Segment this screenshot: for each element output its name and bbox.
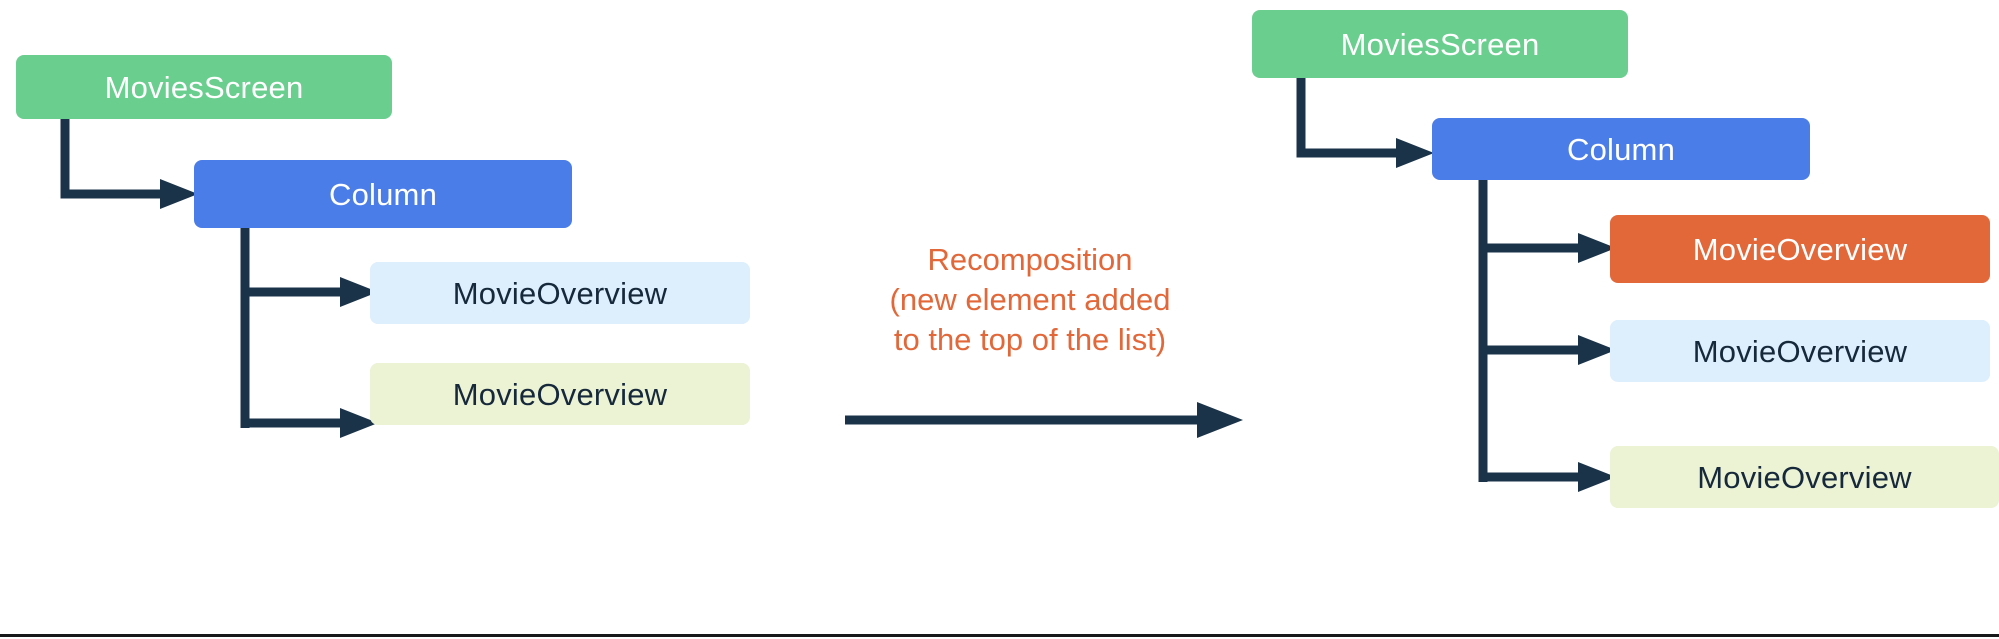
after-node-column-label: Column — [1566, 131, 1676, 167]
after-node-movie-overview-1-label: MovieOverview — [1692, 333, 1908, 369]
transition-arrow — [845, 402, 1245, 438]
after-node-movie-overview-new[interactable]: MovieOverview — [1610, 215, 1990, 283]
transition-caption-line-1: Recomposition — [927, 242, 1133, 277]
before-node-column[interactable]: Column — [194, 160, 572, 228]
before-node-movie-overview-2[interactable]: MovieOverview — [370, 363, 750, 425]
before-node-movies-screen-label: MoviesScreen — [104, 69, 304, 105]
after-node-movies-screen-label: MoviesScreen — [1340, 26, 1540, 62]
after-node-movie-overview-2-label: MovieOverview — [1697, 459, 1912, 495]
transition-caption: Recomposition (new element added to the … — [820, 240, 1240, 360]
after-node-movie-overview-new-label: MovieOverview — [1692, 231, 1908, 267]
before-node-movie-overview-1[interactable]: MovieOverview — [370, 262, 750, 324]
after-node-movie-overview-1[interactable]: MovieOverview — [1610, 320, 1990, 382]
before-node-movie-overview-2-label: MovieOverview — [452, 376, 668, 412]
transition-caption-line-3: to the top of the list) — [893, 322, 1167, 357]
before-node-movie-overview-1-label: MovieOverview — [452, 275, 668, 311]
after-connector-screen-to-column — [1296, 78, 1436, 168]
bottom-divider — [0, 634, 1999, 637]
after-node-movies-screen[interactable]: MoviesScreen — [1252, 10, 1628, 78]
transition-caption-line-2: (new element added — [889, 282, 1171, 317]
before-node-column-label: Column — [328, 176, 438, 212]
after-node-column[interactable]: Column — [1432, 118, 1810, 180]
before-node-movies-screen[interactable]: MoviesScreen — [16, 55, 392, 119]
after-node-movie-overview-2[interactable]: MovieOverview — [1610, 446, 1999, 508]
before-connector-screen-to-column — [60, 119, 200, 209]
